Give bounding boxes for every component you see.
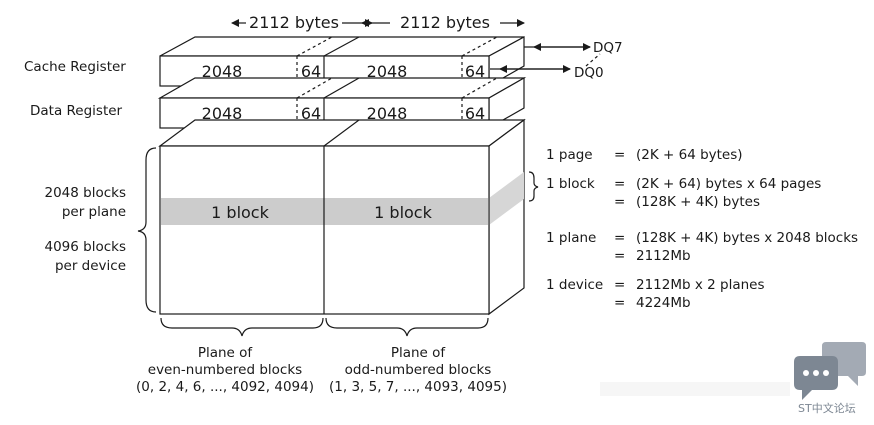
watermark: ST中文论坛 (600, 342, 866, 415)
data-main-size: 2048 (202, 104, 243, 123)
header-width-arrows: 2112 bytes 2112 bytes (231, 13, 525, 32)
cache-main-size-2: 2048 (367, 62, 408, 81)
equals-sign: = (614, 295, 625, 311)
odd-block-label: 1 block (374, 203, 432, 222)
chat-bubbles-icon (794, 342, 866, 400)
cache-spare-size: 64 (301, 62, 321, 81)
equation-term: 1 plane (546, 230, 596, 246)
even-plane-line3: (0, 2, 4, 6, ..., 4092, 4094) (136, 379, 314, 395)
equation-value: (128K + 4K) bytes x 2048 blocks (636, 230, 858, 246)
even-plane-line2: even-numbered blocks (148, 362, 302, 378)
right-width-label: 2112 bytes (400, 13, 490, 32)
equals-sign: = (614, 194, 625, 210)
memory-array: 1 block 1 block (158, 118, 526, 316)
equals-sign: = (614, 277, 625, 293)
equation-value: (2K + 64 bytes) (636, 147, 743, 163)
left-brace (137, 147, 157, 313)
equals-sign: = (614, 147, 625, 163)
even-block-label: 1 block (211, 203, 269, 222)
equation-value: (128K + 4K) bytes (636, 194, 760, 210)
equation-value: 2112Mb (636, 248, 691, 264)
equals-sign: = (614, 176, 625, 192)
cache-spare-size-2: 64 (465, 62, 485, 81)
block-brace (528, 171, 539, 202)
cache-register-label: Cache Register (24, 59, 126, 75)
io-pins: DQ7 DQ0 (490, 40, 623, 81)
equation-value: 2112Mb x 2 planes (636, 277, 765, 293)
blocks-per-device-line1: 4096 blocks (44, 239, 126, 255)
equals-sign: = (614, 230, 625, 246)
size-equations: 1 page = (2K + 64 bytes) 1 block = (2K + 64) … (546, 147, 858, 311)
data-spare-size-2: 64 (465, 104, 485, 123)
even-plane-brace (160, 317, 324, 337)
even-plane-line1: Plane of (198, 345, 254, 361)
watermark-text: ST中文论坛 (798, 401, 856, 415)
odd-plane-line2: odd-numbered blocks (345, 362, 492, 378)
blocks-per-plane-line2: per plane (62, 204, 126, 220)
equation-value: 4224Mb (636, 295, 691, 311)
odd-plane-line1: Plane of (391, 345, 447, 361)
left-width-label: 2112 bytes (249, 13, 339, 32)
dq0-label: DQ0 (574, 65, 604, 81)
equation-term: 1 block (546, 176, 595, 192)
data-register-label: Data Register (30, 103, 123, 119)
equation-value: (2K + 64) bytes x 64 pages (636, 176, 821, 192)
equation-term: 1 page (546, 147, 593, 163)
odd-plane-brace (325, 317, 489, 337)
odd-plane-line3: (1, 3, 5, 7, ..., 4093, 4095) (329, 379, 507, 395)
cache-main-size: 2048 (202, 62, 243, 81)
equation-term: 1 device (546, 277, 603, 293)
blocks-per-device-line2: per device (55, 258, 126, 274)
dq7-label: DQ7 (593, 40, 623, 56)
blocks-per-plane-line1: 2048 blocks (44, 185, 126, 201)
equals-sign: = (614, 248, 625, 264)
data-spare-size: 64 (301, 104, 321, 123)
data-main-size-2: 2048 (367, 104, 408, 123)
